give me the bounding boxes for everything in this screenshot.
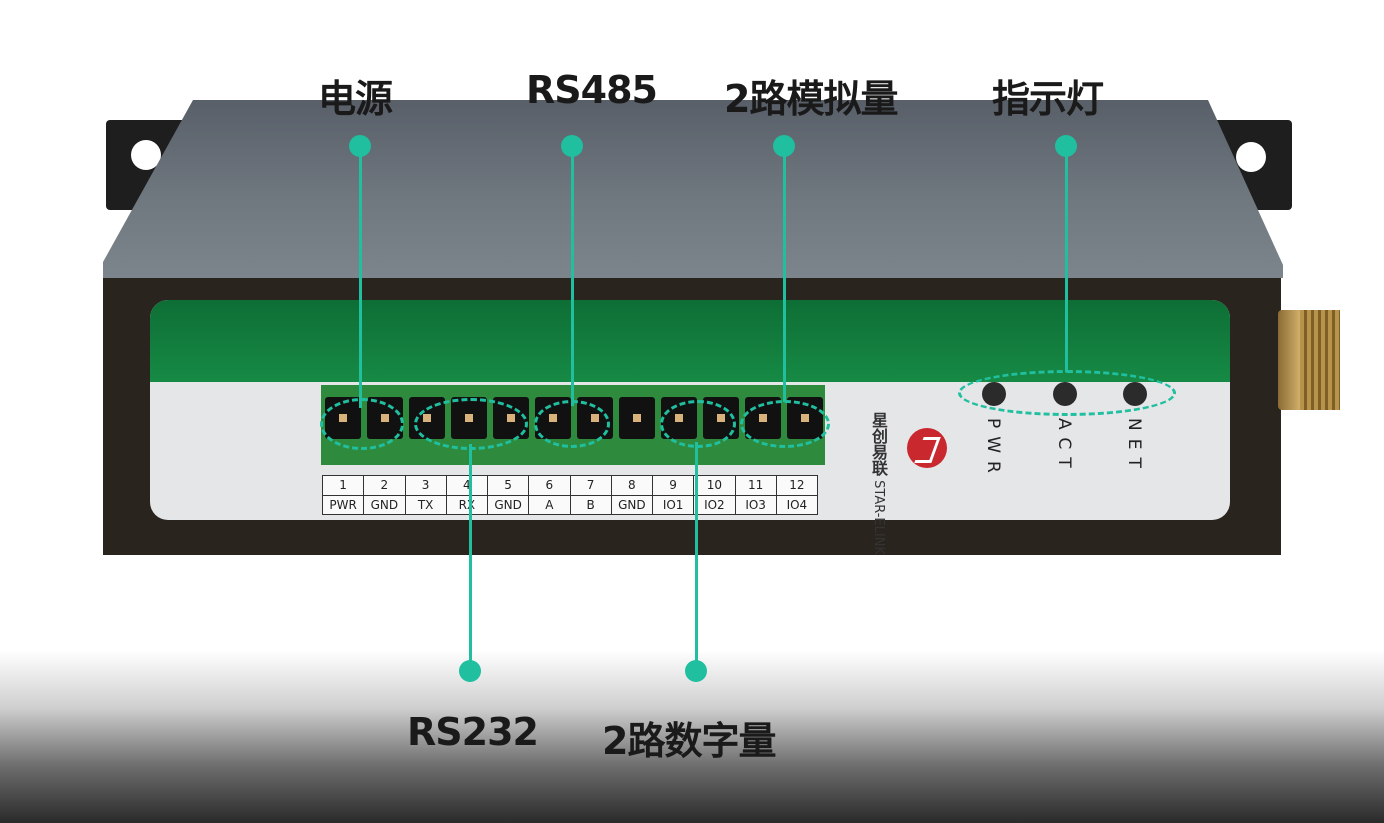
- brand-mark: 星创易联 STAR-ELINK: [866, 412, 890, 555]
- callout-line: [469, 444, 472, 670]
- pin-number: 1: [321, 475, 365, 496]
- pin-name: TX: [404, 494, 447, 515]
- pin-name: B: [569, 494, 612, 515]
- pin-number: 3: [404, 475, 447, 496]
- pin-number-row: 1 2 3 4 5 6 7 8 9 10 11 12: [321, 475, 819, 496]
- led-label-net: NET: [1124, 418, 1144, 476]
- highlight-analog: [740, 400, 830, 448]
- pin-name: RX: [445, 494, 489, 515]
- pin-name: A: [528, 494, 571, 515]
- pin-name: IO4: [775, 494, 819, 515]
- led-label-act: ACT: [1054, 418, 1074, 476]
- pin-number: 9: [651, 475, 695, 496]
- led-label-pwr: PWR: [983, 418, 1003, 481]
- pin-number: 12: [775, 475, 819, 496]
- callout-line: [783, 146, 786, 402]
- pin-label-table: 1 2 3 4 5 6 7 8 9 10 11 12 PWR GND TX RX…: [321, 475, 819, 515]
- pin-name: IO3: [734, 494, 777, 515]
- callout-analog: 2路模拟量: [724, 77, 898, 121]
- pin-number: 2: [363, 475, 406, 496]
- pin-number: 11: [734, 475, 777, 496]
- callout-dot: [685, 660, 707, 682]
- connector-thread: [1300, 310, 1340, 410]
- pin-number: 10: [693, 475, 736, 496]
- highlight-digital: [660, 400, 736, 448]
- pin-name: IO1: [651, 494, 695, 515]
- callout-dot: [459, 660, 481, 682]
- pin-name: GND: [486, 494, 530, 515]
- callout-line: [695, 442, 698, 670]
- brand-name-en: STAR-ELINK: [871, 480, 886, 555]
- antenna-connector: [1278, 310, 1340, 410]
- brand-logo-icon: [907, 428, 947, 468]
- callout-line: [571, 146, 574, 406]
- callout-indicators: 指示灯: [992, 77, 1104, 121]
- callout-line: [1065, 146, 1068, 372]
- callout-line: [359, 146, 362, 408]
- panel-green-strip: [150, 300, 1230, 382]
- pin-name-row: PWR GND TX RX GND A B GND IO1 IO2 IO3 IO…: [321, 494, 819, 515]
- highlight-rs485: [534, 400, 610, 448]
- pin-number: 8: [610, 475, 654, 496]
- pin-name: IO2: [693, 494, 736, 515]
- pin-name: GND: [363, 494, 406, 515]
- right-mount-hole: [1236, 142, 1266, 172]
- pin-number: 7: [569, 475, 612, 496]
- pin-number: 6: [528, 475, 571, 496]
- callout-rs485: RS485: [526, 68, 658, 112]
- callout-rs232: RS232: [407, 710, 539, 754]
- callout-power: 电源: [318, 77, 393, 121]
- highlight-rs232: [414, 398, 528, 450]
- device-top-cover: [103, 100, 1283, 278]
- terminal-slot: [619, 397, 655, 439]
- brand-name-cn: 星创易联: [869, 412, 888, 476]
- highlight-power: [320, 398, 404, 450]
- callout-digital: 2路数字量: [602, 719, 776, 763]
- pin-number: 5: [486, 475, 530, 496]
- pin-name: PWR: [321, 494, 365, 515]
- highlight-indicators: [958, 370, 1176, 416]
- pin-number: 4: [445, 475, 489, 496]
- pin-name: GND: [610, 494, 654, 515]
- left-mount-hole: [131, 140, 161, 170]
